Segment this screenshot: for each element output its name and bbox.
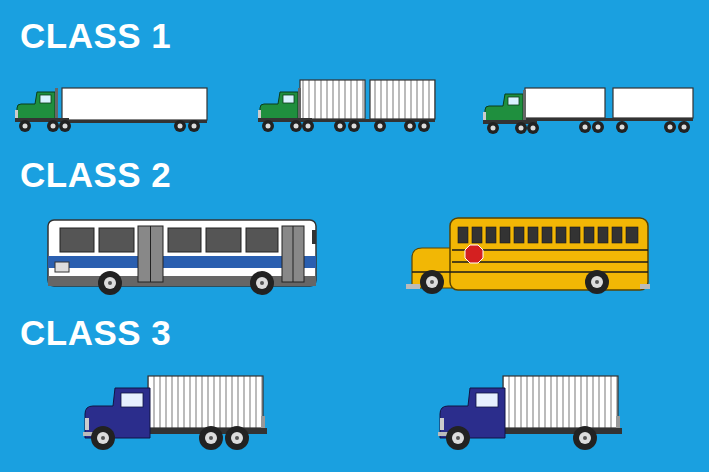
wheel [585,270,609,294]
tractor-cab [258,88,314,132]
wheel [98,271,122,295]
trailer-frame [62,120,207,123]
tractor-cab [483,90,539,134]
trailer-frame [525,118,693,121]
box-truck [83,376,267,450]
class-heading: CLASS 3 [20,314,171,353]
bus-body [48,220,316,286]
bus-body [450,218,648,290]
bus-window [60,228,94,252]
trailer-box [300,80,365,119]
wheel [418,120,430,132]
wheel [592,121,604,133]
wheel [225,426,249,450]
bus-mirror [312,230,316,244]
trailer-box [62,88,207,120]
trailer-box [525,88,605,118]
wheel [348,120,360,132]
door-split [150,226,151,282]
double-trailer-truck [258,80,435,132]
class-heading: CLASS 2 [20,156,171,195]
wheel [446,426,470,450]
wheel [616,121,628,133]
tractor-cab [15,88,71,132]
trailer-frame [300,119,435,122]
trailer-box [370,80,435,119]
bus-window [168,228,201,252]
wheel [678,121,690,133]
wheel [404,120,416,132]
bus-door [138,226,163,282]
bus-stripe [48,256,316,268]
wheel [664,121,676,133]
class-heading: CLASS 1 [20,17,171,56]
trailer-box [613,88,693,118]
stop-sign [465,245,483,263]
bus-sign [55,262,69,272]
wheel [374,120,386,132]
tractor-trailer [15,88,207,132]
bus-skirt [48,276,316,286]
city-bus [48,220,316,295]
bus-window [99,228,134,252]
school-bus [406,218,650,294]
bumper [406,284,420,289]
wheel [579,121,591,133]
bus-windows [458,227,638,243]
wheel [420,270,444,294]
wheel [188,120,200,132]
wheel [174,120,186,132]
box-truck [438,376,622,450]
bus-window [246,228,278,252]
bus-door [282,226,304,282]
wheel [250,271,274,295]
wheel [91,426,115,450]
door-split [293,226,294,282]
wheel [334,120,346,132]
truck-body [438,376,622,438]
bus-window [206,228,241,252]
bus-stripes [412,250,648,272]
double-trailer-truck [483,88,693,134]
bumper [640,284,650,289]
wheel [199,426,223,450]
wheel [573,426,597,450]
